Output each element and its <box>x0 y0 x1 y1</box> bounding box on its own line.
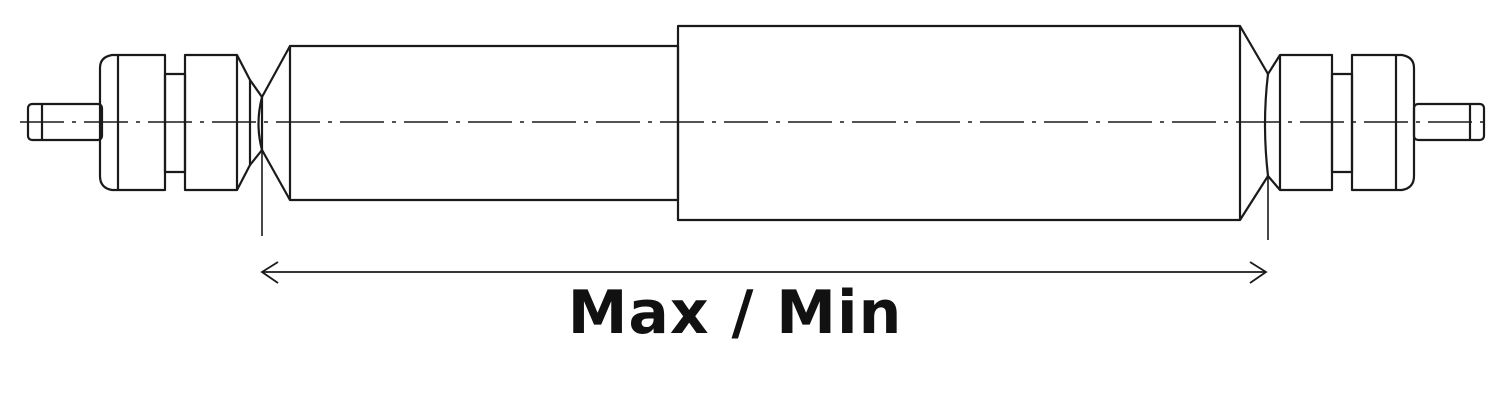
dimension-label: Max / Min <box>567 278 903 348</box>
right-cone <box>1239 25 1270 221</box>
left-cone <box>257 45 291 201</box>
left-bushing <box>98 53 264 192</box>
inner-tube <box>288 44 680 202</box>
dimension-arrow <box>260 261 1268 284</box>
outer-cylinder <box>676 24 1242 222</box>
